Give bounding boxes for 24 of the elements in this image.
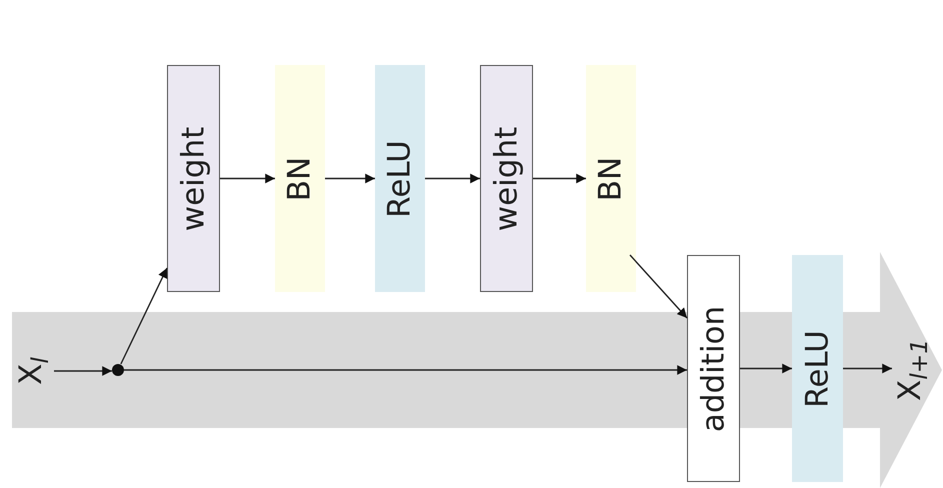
arrow [740,364,792,374]
layer-box [167,65,220,292]
arrow [220,174,275,184]
layer-band [275,65,325,292]
arrow [533,174,586,184]
layer-label: BN [284,156,316,201]
layer-label: addition [698,305,729,432]
arrow [120,268,168,364]
layer-label: BN [596,156,626,201]
layer-band [586,65,636,292]
layer-band [792,255,843,482]
layer-box [480,65,533,292]
arrow [843,364,892,374]
layer-box [687,255,740,482]
arrow [124,365,687,375]
arrow [425,174,480,184]
layer-label: weight [491,126,522,231]
layer-label: ReLU [802,330,833,408]
layer-label: ReLU [384,140,416,218]
arrow [629,254,688,318]
arrow [54,366,112,376]
layer-label: weight [178,126,209,231]
arrow [325,174,375,184]
layer-band [375,65,425,292]
